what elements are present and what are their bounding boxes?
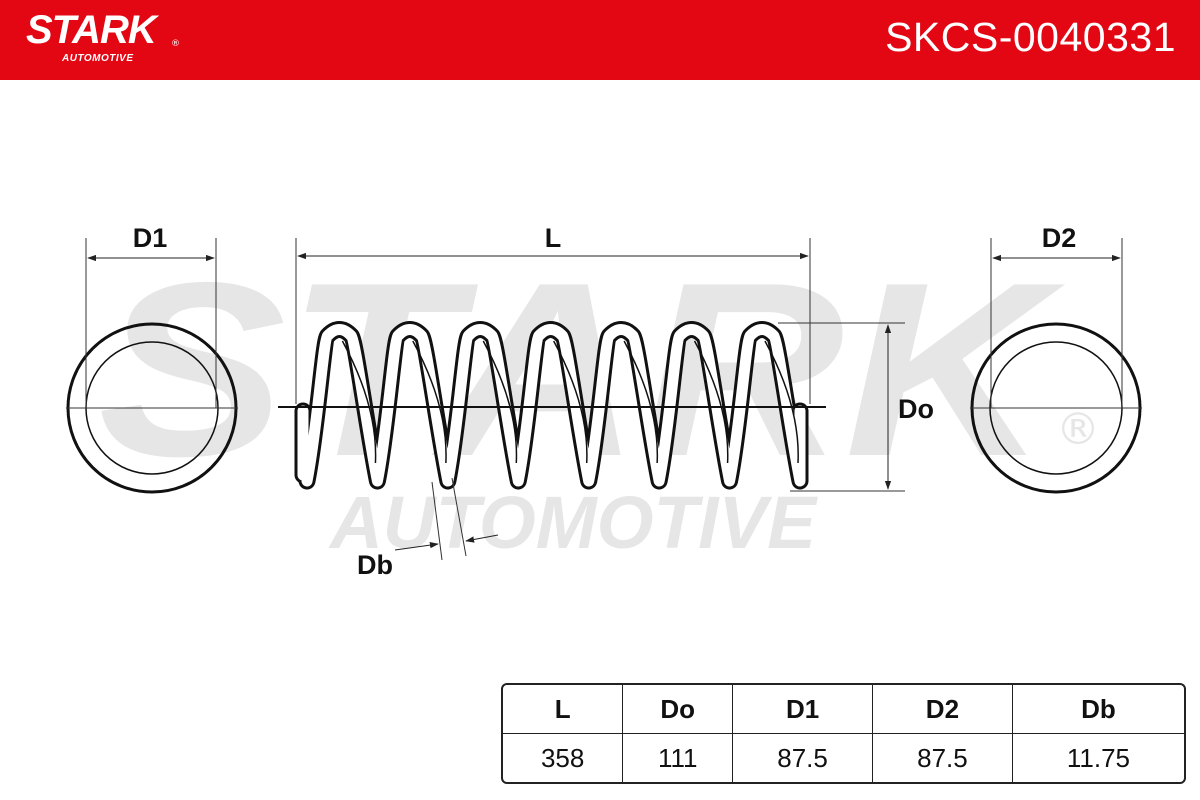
l-label: L <box>545 223 562 253</box>
spec-header-do: Do <box>623 685 734 734</box>
d2-end-view <box>970 238 1142 494</box>
watermark-automotive: AUTOMOTIVE <box>328 481 819 564</box>
d1-label: D1 <box>133 223 168 253</box>
part-number: SKCS-0040331 <box>885 14 1176 60</box>
d2-label: D2 <box>1042 223 1077 253</box>
spec-table-header-row: L Do D1 D2 Db <box>503 685 1184 734</box>
do-label: Do <box>898 394 934 424</box>
spec-header-l: L <box>503 685 624 734</box>
watermark-registered: ® <box>1056 404 1100 455</box>
spec-header-d2: D2 <box>873 685 1013 734</box>
logo-registered-mark: ® <box>171 39 180 49</box>
stark-logo: STARK <box>26 8 157 52</box>
spec-header-db: Db <box>1012 685 1184 734</box>
db-label: Db <box>357 550 393 580</box>
logo-subtitle: AUTOMOTIVE <box>62 53 134 64</box>
spring-side-view <box>278 321 826 490</box>
header-bar: STARK ® AUTOMOTIVE SKCS-0040331 <box>0 0 1200 80</box>
spec-table-value-row: 358 111 87.5 87.5 11.75 <box>503 734 1184 782</box>
spec-value-l: 358 <box>503 734 624 782</box>
do-dimension <box>778 322 905 492</box>
l-dimension <box>295 238 811 404</box>
d1-end-view <box>66 238 238 494</box>
spec-table: L Do D1 D2 Db 358 111 87.5 87.5 11.75 <box>501 683 1186 784</box>
spec-value-db: 11.75 <box>1066 742 1130 773</box>
spec-header-d1: D1 <box>733 685 873 734</box>
db-dimension <box>394 477 499 561</box>
spec-value-d1: 87.5 <box>733 734 873 782</box>
spec-value-d2: 87.5 <box>873 734 1013 782</box>
spec-value-do: 111 <box>623 734 734 782</box>
